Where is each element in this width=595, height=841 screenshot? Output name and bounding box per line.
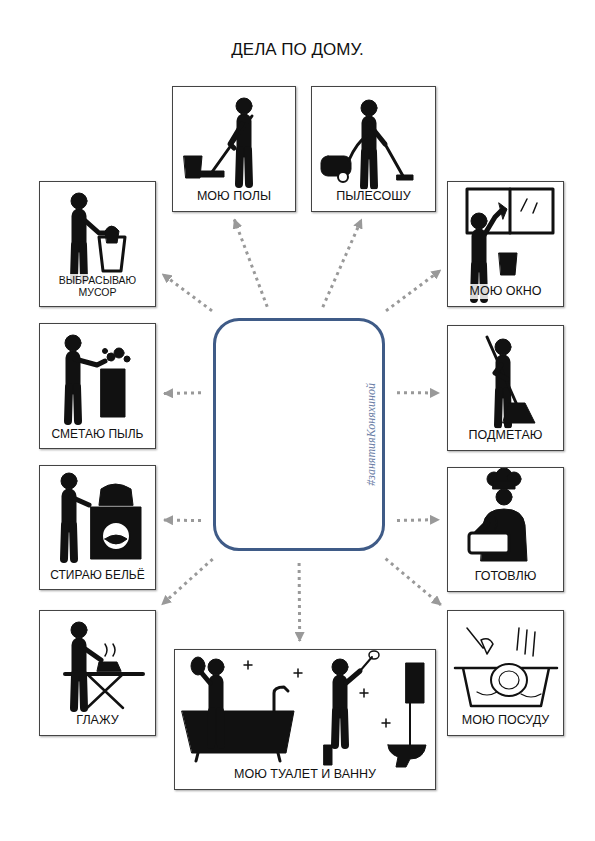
chore-card: МОЮ ПОЛЫ: [172, 86, 296, 212]
dishes-icon: [455, 628, 557, 706]
chore-label: МОЮ ТУАЛЕТ И ВАННУ: [234, 767, 376, 782]
chore-card: ВЫБРАСЫВАЮ МУСОР: [39, 181, 156, 307]
iron-icon: [65, 622, 143, 708]
window-icon: [467, 189, 553, 299]
chore-card: ПОДМЕТАЮ: [447, 325, 564, 451]
chore-label: ВЫБРАСЫВАЮ МУСОР: [43, 274, 152, 299]
chef-icon: [469, 468, 527, 561]
dust-icon: [65, 335, 130, 421]
dotted-arrow: [162, 274, 212, 311]
bath-toilet-icon: [182, 651, 426, 767]
chore-label: СМЕТАЮ ПЫЛЬ: [52, 427, 144, 441]
watermark: #занятияКоняхиной: [364, 383, 378, 486]
dotted-arrow: [397, 391, 439, 394]
chore-label: СТИРАЮ БЕЛЬЁ: [50, 568, 145, 582]
dotted-arrow: [298, 563, 302, 641]
chore-card: ПЫЛЕСОШУ: [311, 86, 436, 212]
chore-label: ГОТОВЛЮ: [475, 569, 537, 584]
dotted-arrow: [386, 559, 441, 605]
chore-label: МОЮ ПОСУДУ: [462, 713, 549, 728]
title: ДЕЛА ПО ДОМУ.: [0, 40, 595, 60]
dotted-arrow: [323, 219, 362, 307]
center-box: #занятияКоняхиной: [213, 318, 385, 551]
chore-card: СМЕТАЮ ПЫЛЬ: [39, 323, 156, 449]
chore-label: МОЮ ПОЛЫ: [197, 189, 271, 204]
dotted-arrow: [162, 559, 213, 605]
chore-label: ГЛАЖУ: [76, 713, 118, 728]
vacuum-icon: [321, 100, 413, 186]
dotted-arrow: [164, 519, 201, 522]
chore-label: МОЮ ОКНО: [470, 284, 542, 299]
dotted-arrow: [234, 219, 267, 306]
mop-icon: [184, 98, 252, 184]
chore-card: ГЛАЖУ: [39, 610, 156, 736]
dotted-arrow: [164, 391, 201, 395]
chore-card: МОЮ ОКНО: [447, 181, 564, 307]
chore-label: ПЫЛЕСОШУ: [336, 189, 410, 204]
chore-card: МОЮ ПОСУДУ: [447, 610, 564, 736]
trash-icon: [71, 193, 125, 279]
chore-card: ГОТОВЛЮ: [447, 467, 564, 592]
broom-icon: [487, 337, 535, 425]
dotted-arrow: [386, 270, 441, 311]
dotted-arrow: [397, 518, 439, 522]
chore-label: ПОДМЕТАЮ: [469, 428, 543, 443]
chore-card: МОЮ ТУАЛЕТ И ВАННУ: [174, 649, 436, 790]
washer-icon: [61, 473, 141, 559]
chore-card: СТИРАЮ БЕЛЬЁ: [39, 465, 156, 590]
